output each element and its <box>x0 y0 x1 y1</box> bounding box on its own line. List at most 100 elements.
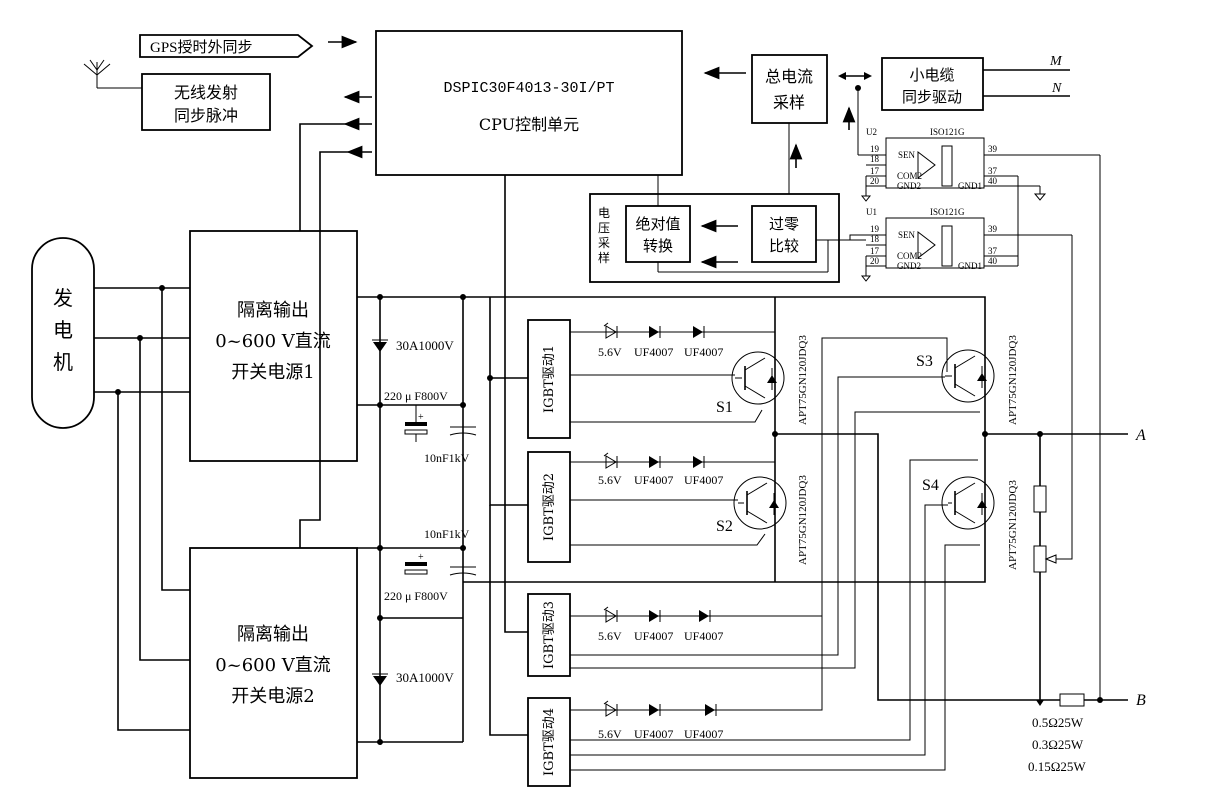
dc-bus <box>357 175 986 745</box>
svg-text:18: 18 <box>870 234 880 244</box>
svg-text:GND1: GND1 <box>958 261 982 271</box>
svg-text:压: 压 <box>598 221 610 235</box>
svg-text:40: 40 <box>988 256 998 266</box>
resistor-values: 0.5Ω25W 0.3Ω25W 0.15Ω25W <box>1028 715 1086 774</box>
svg-text:同步脉冲: 同步脉冲 <box>174 106 238 125</box>
svg-text:电: 电 <box>53 318 73 342</box>
svg-text:+: + <box>418 552 424 563</box>
svg-text:18: 18 <box>870 154 880 164</box>
svg-text:20: 20 <box>870 256 880 266</box>
svg-text:GPS授时外同步: GPS授时外同步 <box>150 39 253 56</box>
svg-text:比较: 比较 <box>769 237 799 255</box>
svg-text:UF4007: UF4007 <box>634 727 673 741</box>
svg-text:机: 机 <box>53 350 73 374</box>
gps-block: GPS授时外同步 <box>139 34 314 58</box>
svg-text:APT75GN120JDQ3: APT75GN120JDQ3 <box>1007 480 1019 570</box>
svg-text:ISO121G: ISO121G <box>930 207 965 217</box>
psu2: 隔离输出 0~600 V直流 开关电源2 <box>189 547 358 779</box>
svg-text:UF4007: UF4007 <box>684 345 723 359</box>
svg-text:COM2: COM2 <box>897 251 922 261</box>
svg-text:无线发射: 无线发射 <box>174 83 238 102</box>
small-cable-block: 小电缆 同步驱动 <box>881 57 984 111</box>
total-current-block: 总电流 采样 <box>751 54 828 124</box>
svg-text:0~600 V直流: 0~600 V直流 <box>215 331 331 352</box>
diode-chain-3: 5.6V UF4007 UF4007 <box>570 606 800 643</box>
svg-text:IGBT驱动3: IGBT驱动3 <box>542 601 557 669</box>
svg-text:GND2: GND2 <box>897 181 921 191</box>
svg-text:总电流: 总电流 <box>765 67 813 86</box>
svg-text:0~600 V直流: 0~600 V直流 <box>215 655 331 676</box>
igbt-s3: S3 APT75GN120JDQ3 <box>916 335 1019 425</box>
svg-text:GND2: GND2 <box>897 261 921 271</box>
svg-text:转换: 转换 <box>643 237 673 255</box>
svg-text:绝对值: 绝对值 <box>635 215 680 233</box>
svg-text:SEN: SEN <box>898 150 916 160</box>
igbt-driver-2: IGBT驱动2 <box>527 451 571 563</box>
svg-text:10nF1kV: 10nF1kV <box>424 451 470 465</box>
svg-text:S2: S2 <box>716 518 733 535</box>
svg-text:B: B <box>1136 692 1146 709</box>
svg-text:17: 17 <box>870 246 880 256</box>
svg-text:SEN: SEN <box>898 230 916 240</box>
svg-text:U1: U1 <box>866 207 877 217</box>
svg-text:0.15Ω25W: 0.15Ω25W <box>1028 759 1086 774</box>
voltage-sample-group: 电 压 采 样 绝对值 转换 过零 比较 <box>589 175 866 283</box>
svg-text:隔离输出: 隔离输出 <box>237 300 309 321</box>
diode-chain-4: 5.6V UF4007 UF4007 <box>570 700 790 741</box>
svg-text:APT75GN120JDQ3: APT75GN120JDQ3 <box>1007 335 1019 425</box>
svg-text:DSPIC30F4013-30I/PT: DSPIC30F4013-30I/PT <box>443 80 614 97</box>
svg-text:UF4007: UF4007 <box>684 629 723 643</box>
wireless-block: 无线发射 同步脉冲 <box>141 73 271 131</box>
diode-30a-2: 30A1000V <box>372 670 454 686</box>
cap-group-1: 220 μ F800V + 10nF1kV <box>384 389 477 465</box>
svg-text:0.5Ω25W: 0.5Ω25W <box>1032 715 1084 730</box>
igbt-s4: S4 APT75GN120JDQ3 <box>922 476 1019 570</box>
svg-text:5.6V: 5.6V <box>598 473 622 487</box>
svg-text:M: M <box>1049 54 1063 69</box>
svg-text:UF4007: UF4007 <box>684 473 723 487</box>
svg-text:过零: 过零 <box>769 215 799 233</box>
svg-text:5.6V: 5.6V <box>598 629 622 643</box>
igbt-driver-1: IGBT驱动1 <box>527 319 571 439</box>
cpu-block: DSPIC30F4013-30I/PT CPU控制单元 <box>375 30 683 176</box>
cap-group-2: 10nF1kV + 220 μ F800V <box>384 527 477 603</box>
svg-text:N: N <box>1051 81 1062 96</box>
svg-text:IGBT驱动4: IGBT驱动4 <box>542 708 557 776</box>
svg-text:发: 发 <box>53 286 73 310</box>
bidirectional-arrow <box>838 72 872 80</box>
diode-chain-1: 5.6V UF4007 UF4007 <box>570 322 775 359</box>
igbt-s1: S1 APT75GN120JDQ3 <box>716 297 809 582</box>
antenna-icon <box>83 59 142 89</box>
diode-30a-1: 30A1000V <box>372 338 454 353</box>
svg-text:同步驱动: 同步驱动 <box>902 88 962 106</box>
svg-text:37: 37 <box>988 246 998 256</box>
svg-text:UF4007: UF4007 <box>634 473 673 487</box>
svg-text:CPU控制单元: CPU控制单元 <box>479 115 579 134</box>
svg-text:0.3Ω25W: 0.3Ω25W <box>1032 737 1084 752</box>
svg-text:19: 19 <box>870 224 880 234</box>
output-wiring <box>772 155 1128 707</box>
svg-text:A: A <box>1135 427 1146 444</box>
psu1: 隔离输出 0~600 V直流 开关电源1 <box>189 230 358 462</box>
svg-text:UF4007: UF4007 <box>634 629 673 643</box>
diode-chain-2: 5.6V UF4007 UF4007 <box>570 452 775 487</box>
svg-text:样: 样 <box>598 250 610 265</box>
svg-text:IGBT驱动2: IGBT驱动2 <box>542 473 557 541</box>
svg-text:220 μ F800V: 220 μ F800V <box>384 389 448 403</box>
svg-text:30A1000V: 30A1000V <box>396 338 454 353</box>
iso121g-u2: U2 ISO121G 19 18 17 20 SEN COM2 GND2 GND… <box>860 127 1100 266</box>
svg-text:30A1000V: 30A1000V <box>396 670 454 685</box>
svg-text:开关电源2: 开关电源2 <box>231 686 314 707</box>
iso121g-u1: U1 ISO121G 19 18 17 20 SEN COM2 GND2 GND… <box>860 207 1072 282</box>
generator-wiring <box>94 123 348 731</box>
svg-text:UF4007: UF4007 <box>684 727 723 741</box>
svg-text:开关电源1: 开关电源1 <box>231 362 314 383</box>
generator: 发 电 机 <box>31 237 95 429</box>
svg-text:隔离输出: 隔离输出 <box>237 624 309 645</box>
svg-text:UF4007: UF4007 <box>634 345 673 359</box>
svg-text:37: 37 <box>988 166 998 176</box>
svg-text:S4: S4 <box>922 477 939 494</box>
svg-text:APT75GN120JDQ3: APT75GN120JDQ3 <box>797 335 809 425</box>
svg-text:采样: 采样 <box>773 93 805 112</box>
